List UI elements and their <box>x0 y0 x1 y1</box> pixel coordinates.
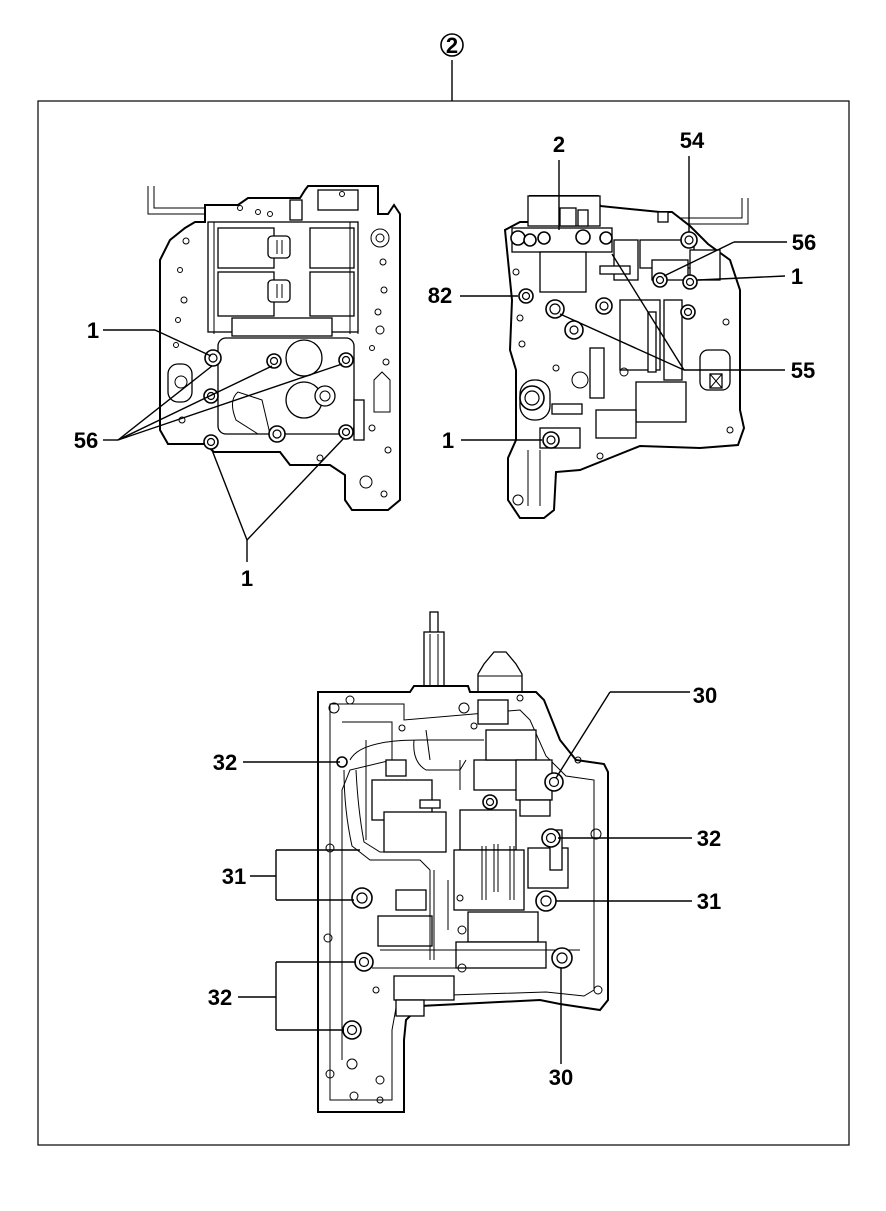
callout-group-upper-right: 2 54 56 1 82 55 1 <box>428 128 816 453</box>
callout-1-lower-left: 1 <box>241 566 253 591</box>
callout-56-upper-right: 56 <box>792 230 816 255</box>
valve-body-upper-right <box>503 195 749 519</box>
callout-54: 54 <box>680 128 705 153</box>
callout-31-right: 31 <box>697 889 721 914</box>
callout-group-lower: 30 32 32 31 31 32 30 <box>208 683 721 1090</box>
valve-body-upper-left <box>147 185 401 511</box>
callout-55: 55 <box>791 358 815 383</box>
callout-1-upper-left: 1 <box>87 318 99 343</box>
callout-1-lower-right: 1 <box>442 428 454 453</box>
callout-32-left-lower: 32 <box>208 985 232 1010</box>
callout-31-left: 31 <box>222 864 246 889</box>
callout-32-right: 32 <box>697 826 721 851</box>
callout-2: 2 <box>553 132 565 157</box>
callout-30-lower: 30 <box>549 1065 573 1090</box>
callout-1-upper-right: 1 <box>791 264 803 289</box>
callout-32-left-upper: 32 <box>213 750 237 775</box>
callout-56-upper-left: 56 <box>74 428 98 453</box>
callout-30-upper: 30 <box>693 683 717 708</box>
callout-group-upper-left: 1 56 1 <box>74 318 345 591</box>
assembly-number-marker: 2 <box>440 33 464 101</box>
valve-body-lower <box>317 611 609 1113</box>
callout-82: 82 <box>428 283 452 308</box>
assembly-frame <box>37 100 850 1146</box>
assembly-number: 2 <box>446 33 458 58</box>
